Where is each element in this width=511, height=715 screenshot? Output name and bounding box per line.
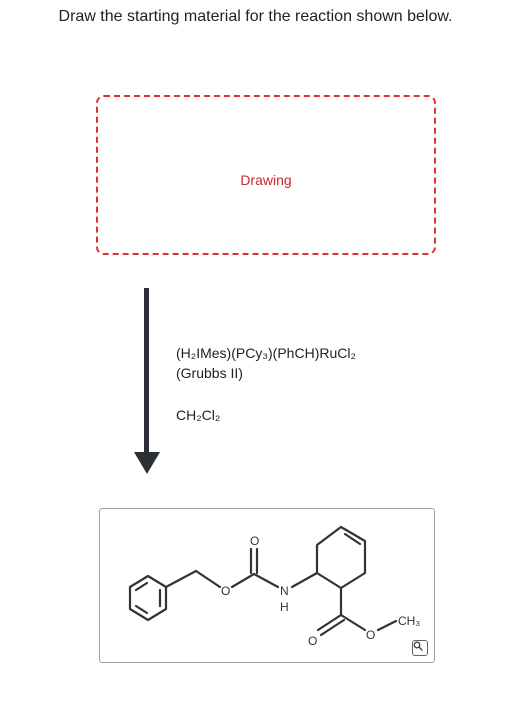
drawing-label: Drawing — [240, 172, 292, 188]
bond-c-o-double2-a — [316, 613, 343, 632]
zoom-button[interactable] — [412, 640, 428, 656]
benzene-inner-bond-3 — [134, 604, 149, 615]
magnifier-icon — [413, 641, 423, 651]
bond-ch2-o — [194, 569, 222, 589]
product-structure: O O N H O O CH₃ — [128, 525, 420, 648]
atom-ester-oxygen: O — [221, 584, 230, 598]
cyclohexene-double-bond — [343, 532, 362, 546]
bond-ph-ch2 — [164, 569, 198, 589]
bond-n-ring — [290, 571, 319, 589]
benzene-inner-bond-1 — [134, 581, 149, 592]
reagent-catalyst: (H₂IMes)(PCy₃)(PhCH)RuCl₂ — [176, 345, 356, 361]
cyclohexene-ring — [315, 525, 367, 590]
atom-nitrogen: N — [280, 584, 289, 598]
reagent-catalyst-name: (Grubbs II) — [176, 365, 243, 381]
atom-hydrogen: H — [280, 600, 289, 614]
reaction-arrow-shaft — [144, 288, 149, 456]
bond-o-c — [230, 572, 256, 589]
question-text: Draw the starting material for the react… — [58, 8, 453, 25]
product-structure-box: O O N H O O CH₃ — [99, 508, 435, 663]
atom-methyl: CH₃ — [398, 614, 420, 628]
atom-ester-oxygen-2: O — [366, 628, 375, 642]
bond-o-ch3 — [376, 619, 398, 632]
bond-c-n — [252, 572, 280, 589]
reaction-arrow-head — [134, 452, 160, 474]
atom-carbonyl-oxygen-1: O — [250, 534, 259, 548]
bond-c-o-double2-b — [319, 618, 346, 637]
bond-c-o-ester2 — [339, 613, 367, 632]
atom-carbonyl-oxygen-2: O — [308, 634, 317, 648]
drawing-area[interactable]: Drawing — [96, 95, 436, 255]
reagent-solvent: CH₂Cl₂ — [176, 407, 221, 423]
